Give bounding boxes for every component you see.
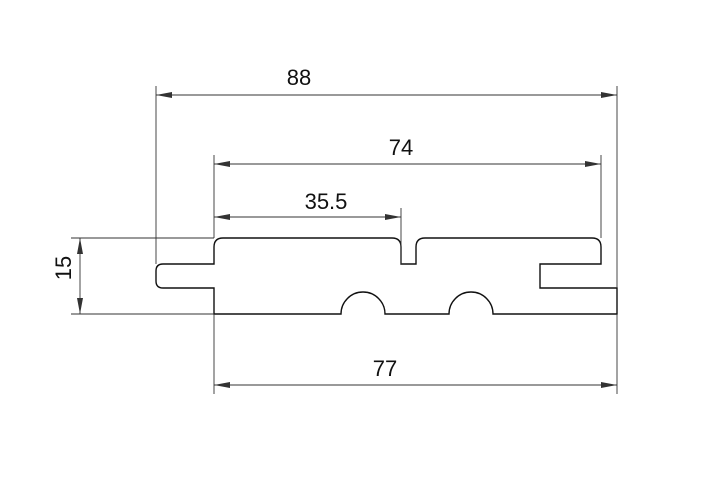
dimension-thickness: 15 (51, 237, 214, 315)
dimension-label-77: 77 (373, 356, 397, 381)
arrowhead-right-35-5 (385, 214, 401, 220)
dimension-bottom-width: 77 (213, 314, 618, 394)
arrowhead-left-88 (156, 92, 172, 98)
arrowhead-right-88 (601, 92, 617, 98)
dimension-overall-width: 88 (155, 65, 618, 288)
dimension-label-88: 88 (287, 65, 311, 90)
dimension-face-width: 74 (213, 135, 602, 238)
arrowhead-right-74 (585, 161, 601, 167)
arrowhead-right-77 (601, 382, 617, 388)
arrowhead-top-15 (77, 238, 83, 254)
dimension-label-15: 15 (51, 256, 76, 280)
arrowhead-bottom-15 (77, 298, 83, 314)
arrowhead-left-74 (214, 161, 230, 167)
arrowhead-left-77 (214, 382, 230, 388)
dimension-label-74: 74 (389, 135, 413, 160)
dimension-label-35-5: 35.5 (305, 189, 348, 214)
arrowhead-left-35-5 (214, 214, 230, 220)
board-profile-outline (155, 237, 618, 315)
dimension-groove-offset: 35.5 (214, 189, 402, 264)
